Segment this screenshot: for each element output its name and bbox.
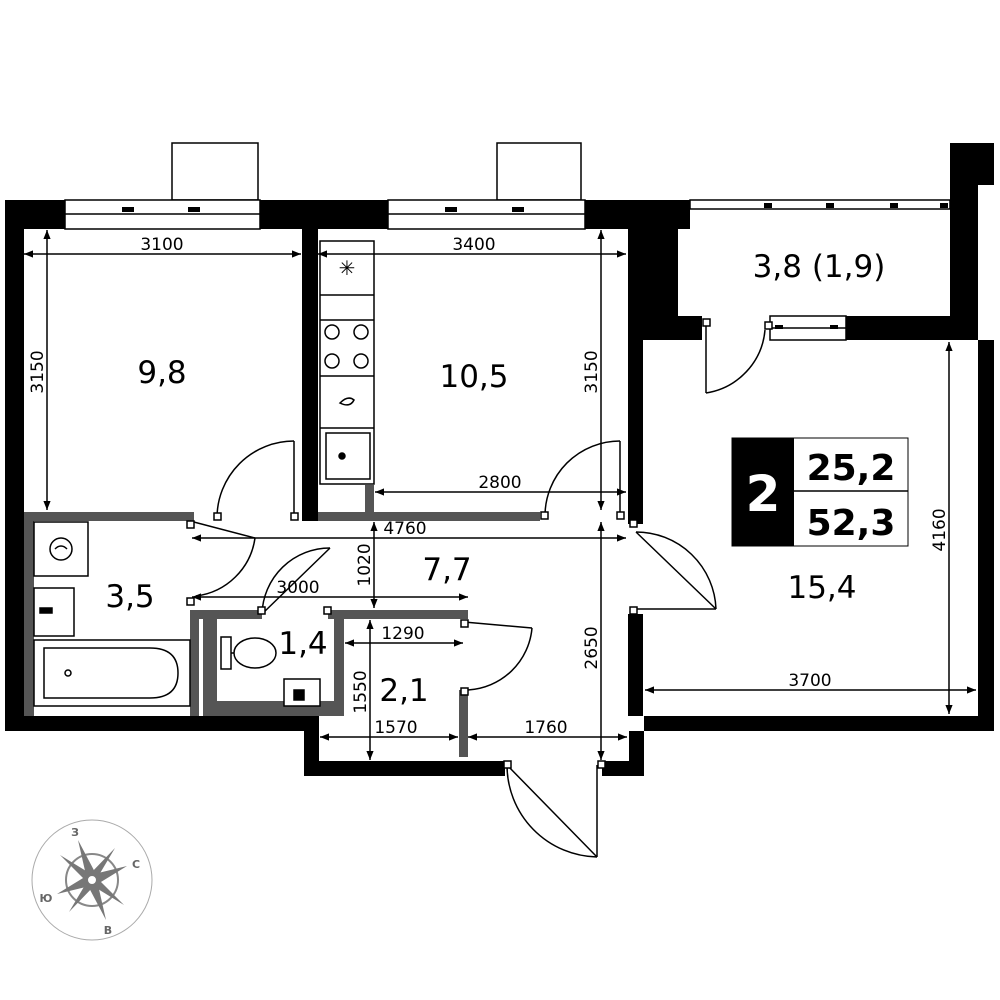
dim-kitchen-width: 3400 (452, 235, 495, 255)
dim-hall-width: 4760 (383, 519, 426, 539)
room-hall-area: 7,7 (422, 552, 471, 588)
total-area: 52,3 (807, 503, 896, 544)
room-living-area: 15,4 (787, 570, 856, 606)
dim-hall-height: 1020 (355, 543, 375, 586)
area-badge: 2 25,2 52,3 (731, 437, 909, 547)
dim-kitchen-bottom: 2800 (478, 473, 521, 493)
room-kitchen-area: 10,5 (439, 359, 508, 395)
dimension-labels: 3100 3150 3400 3150 2800 4760 1020 3000 … (28, 235, 950, 738)
dim-bedroom-height: 3150 (28, 350, 48, 393)
room-balcony-area: 3,8 (1,9) (753, 249, 886, 285)
dim-closet-width: 1570 (374, 718, 417, 738)
toilet-fixtures (220, 636, 321, 707)
fridge-icon: ✳ (339, 256, 356, 280)
room-toilet-area: 1,4 (278, 626, 327, 662)
compass-e-label: С (132, 858, 140, 871)
windows (64, 199, 951, 341)
room-bathroom-area: 3,5 (105, 579, 154, 615)
dim-toilet-width: 1290 (381, 624, 424, 644)
compass-w-label: Ю (40, 892, 53, 905)
dim-bedroom-width: 3100 (140, 235, 183, 255)
dimension-lines (24, 230, 976, 760)
dim-entry-width: 1760 (524, 718, 567, 738)
living-area-total: 25,2 (807, 448, 896, 489)
room-bedroom-area: 9,8 (137, 355, 186, 391)
compass-s-label: В (104, 924, 112, 937)
dim-closet-height: 1550 (351, 670, 371, 713)
window-ticks (122, 203, 948, 329)
outer-walls (5, 143, 994, 776)
dim-living-width: 3700 (788, 671, 831, 691)
kitchen-unit (319, 240, 375, 485)
compass-icon: З С В Ю (31, 819, 153, 941)
compass-n-label: З (71, 826, 79, 839)
dim-hall-inner: 3000 (276, 578, 319, 598)
dim-living-height: 4160 (930, 508, 950, 551)
dim-kitchen-height: 3150 (582, 350, 602, 393)
doors (186, 318, 773, 858)
window-bays (171, 142, 582, 201)
bathroom-fixtures (33, 521, 191, 707)
room-closet-area: 2,1 (379, 673, 428, 709)
dim-corridor-height: 2650 (582, 626, 602, 669)
room-labels: 9,8 10,5 3,8 (1,9) 15,4 7,7 3,5 1,4 2,1 (105, 249, 885, 709)
rooms-count: 2 (746, 465, 781, 523)
